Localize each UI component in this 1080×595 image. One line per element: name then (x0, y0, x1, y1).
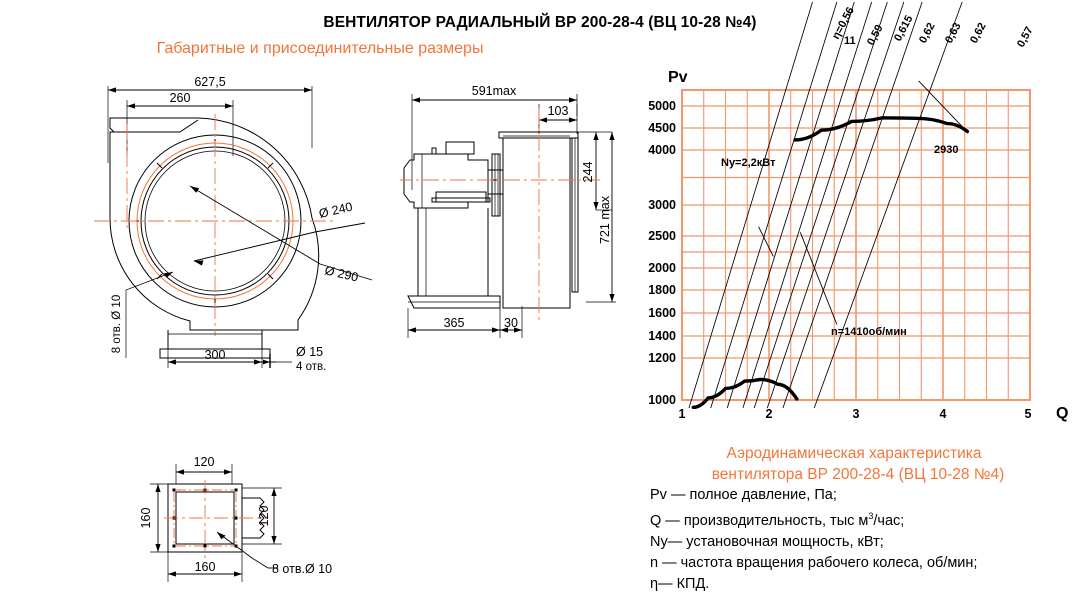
legend-item-q-sup: 3 (868, 511, 874, 521)
dim-impeller-dia: Ø 240 (318, 200, 354, 221)
front-view-drawing: 627,5 260 Ø 240 Ø 290 300 8 отв. Ø 10 Ø … (80, 68, 410, 378)
y-tick-label: 1600 (648, 306, 676, 320)
dim-outlet-outer-width: 160 (195, 560, 216, 574)
chart-xlabel: Q (1056, 405, 1068, 422)
efficiency-label: 0,615 (892, 13, 916, 43)
side-view-drawing: 591max 103 244 721 max 365 30 (400, 80, 630, 400)
efficiency-label: 0,62 (917, 21, 938, 46)
y-tick-label: 4500 (648, 121, 676, 135)
y-tick-label: 2500 (648, 229, 676, 243)
dim-overall-height: 721 max (598, 195, 612, 244)
legend-item-q-suffix: /час; (873, 512, 905, 529)
legend-title-line2: вентилятора ВР 200-28-4 (ВЦ 10-28 №4) (711, 466, 1005, 483)
dim-outlet-inner-height: 120 (257, 506, 271, 527)
efficiency-label: 0,59 (865, 23, 886, 48)
x-tick-label: 4 (940, 407, 947, 421)
legend-title-line1: Аэродинамическая характеристика (726, 445, 982, 462)
power-annotation: Ny=2,2кВт (721, 157, 776, 169)
dim-bolt-circle-dia: Ø 290 (323, 263, 359, 284)
chart-gridlines (681, 89, 1031, 401)
page-subtitle: Габаритные и присоединительные размеры (156, 40, 484, 57)
dim-overall-width: 627,5 (194, 75, 225, 89)
dim-4-holes-qty: 4 отв. (296, 361, 326, 373)
y-tick-label: 4000 (648, 143, 676, 157)
efficiency-label: 0,63 (943, 21, 964, 46)
dim-base-offset: 30 (504, 316, 518, 330)
page-title: ВЕНТИЛЯТОР РАДИАЛЬНЫЙ ВР 200-28-4 (ВЦ 10… (323, 14, 757, 31)
x-tick-label: 1 (679, 407, 686, 421)
dim-outlet-depth: 103 (548, 104, 569, 118)
chart-legend: Аэродинамическая характеристика вентилят… (650, 443, 1070, 595)
performance-chart: Pv Q 1000 1200 1400 1600 1800 2000 2500 3000 400… (648, 0, 1080, 440)
y-tick-label: 2000 (648, 261, 676, 275)
x-tick-label: 5 (1025, 407, 1032, 421)
pressure-curves (691, 116, 970, 410)
x-tick-label: 3 (853, 407, 860, 421)
x-tick-label: 2 (766, 407, 773, 421)
dim-outlet-inner-width: 120 (194, 455, 215, 469)
rpm-label-low: n=1410об/мин (831, 326, 907, 338)
y-tick-label: 1000 (648, 393, 676, 407)
legend-item-n: n — частота вращения рабочего колеса, об… (650, 554, 978, 571)
power-marker: 11 (844, 35, 856, 47)
dim-4-holes-dia: Ø 15 (296, 345, 323, 359)
outlet-flange-drawing: 120 160 120 160 8 отв.Ø 10 (120, 440, 380, 590)
y-tick-label: 3000 (648, 198, 676, 212)
y-tick-label: 1800 (648, 283, 676, 297)
power-curves (758, 80, 968, 325)
dim-overall-length: 591max (472, 84, 517, 98)
legend-item-q: Q — производительность, тыс м3/час; (650, 506, 1070, 532)
dim-inlet-width: 260 (170, 91, 191, 105)
legend-item-eta: η— КПД. (650, 575, 710, 592)
efficiency-label: 0,62 (968, 21, 989, 46)
chart-ylabel: Pv (668, 69, 688, 86)
y-tick-label: 1200 (648, 351, 676, 365)
dim-8-holes: 8 отв. Ø 10 (111, 295, 123, 353)
y-tick-label: 5000 (648, 99, 676, 113)
efficiency-lines (688, 1, 963, 409)
dim-outlet-holes: 8 отв.Ø 10 (272, 562, 332, 576)
legend-item-ny: Ny— установочная мощность, кВт; (650, 533, 884, 550)
dim-base-width: 300 (205, 348, 226, 362)
chart-y-tick-labels: 1000 1200 1400 1600 1800 2000 2500 3000 4000 4500… (648, 99, 676, 407)
rpm-label-high: 2930 (934, 144, 958, 156)
dim-outlet-outer-height: 160 (139, 508, 153, 529)
pressure-curve (793, 116, 970, 142)
dim-outlet-height: 244 (581, 162, 595, 183)
pressure-curve (691, 377, 799, 410)
dim-base-length: 365 (444, 316, 465, 330)
legend-item-q-prefix: Q — производительность, тыс м (650, 512, 869, 529)
efficiency-label: 0,57 (1015, 25, 1036, 50)
y-tick-label: 1400 (648, 329, 676, 343)
chart-x-tick-labels: 1 2 3 4 5 (679, 407, 1032, 421)
legend-item-pv: Pv — полное давление, Па; (650, 487, 837, 503)
